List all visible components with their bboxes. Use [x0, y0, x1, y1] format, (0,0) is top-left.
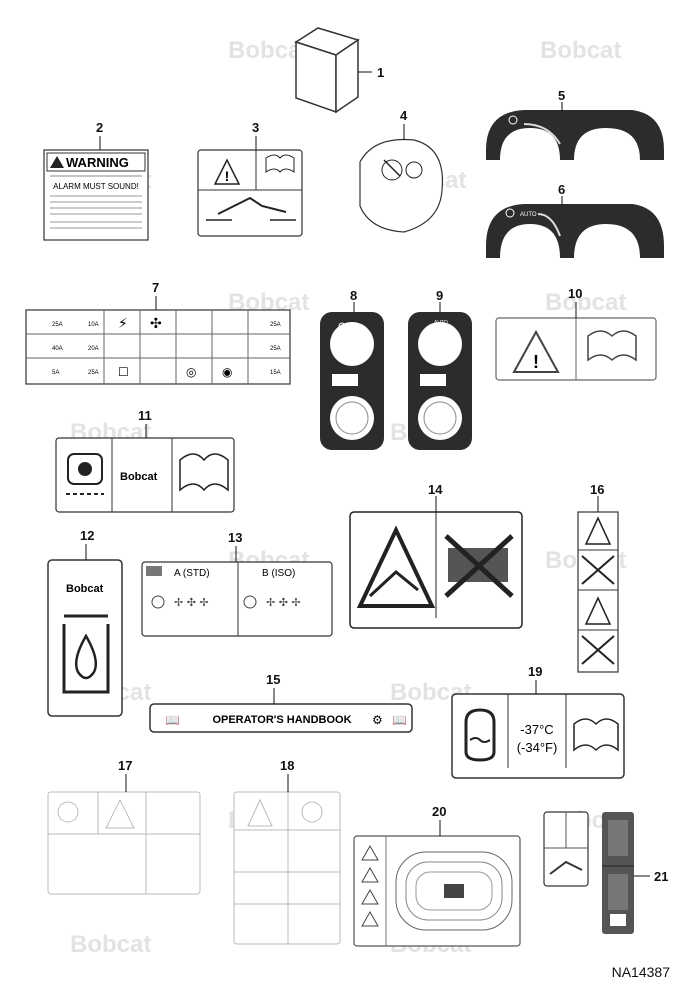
- fuse-label: 10A: [88, 322, 99, 328]
- callout-5: 5: [558, 88, 565, 103]
- warning-title: WARNING: [66, 155, 129, 170]
- svg-text:◉: ◉: [222, 365, 232, 379]
- part-17-pictorial-decal: [47, 791, 201, 895]
- mode-b-label: B (ISO): [262, 568, 295, 579]
- part-1-decal-kit-box: [294, 27, 360, 114]
- alarm-text: ALARM MUST SOUND!: [53, 182, 139, 191]
- part-6-auto-dial-decal: AUTO: [486, 204, 664, 258]
- svg-text:☐: ☐: [118, 365, 129, 379]
- part-14-crush-hazard-decal: [349, 511, 523, 629]
- fuse-label: 5A: [52, 370, 59, 376]
- part-21-narrow-decals: [543, 811, 634, 934]
- mode-a-label: A (STD): [174, 568, 210, 579]
- part-11-engine-bobcat-decal: Bobcat: [55, 437, 235, 513]
- callout-8: 8: [350, 288, 357, 303]
- callout-1: 1: [377, 65, 384, 80]
- svg-text:✢ ✣ ✢: ✢ ✣ ✢: [174, 596, 209, 609]
- callout-14: 14: [428, 482, 443, 497]
- part-20-operation-map-decal: [353, 835, 521, 947]
- svg-text:📖: 📖: [392, 713, 407, 727]
- part-9-control-panel-decal: AUTO: [408, 312, 472, 450]
- fuse-label: 25A: [270, 322, 281, 328]
- svg-text:✣: ✣: [150, 316, 162, 332]
- part-5-dial-decal: [486, 110, 664, 160]
- part-4-oval-decal: [359, 138, 444, 233]
- watermark: Bobcat: [545, 289, 626, 316]
- fuse-label: 25A: [88, 370, 99, 376]
- temp-celsius: -37°C: [520, 722, 553, 737]
- svg-text:◎: ◎: [186, 365, 196, 379]
- callout-7: 7: [152, 280, 159, 295]
- callout-17: 17: [118, 758, 132, 773]
- part-10-safety-manual-decal: !: [495, 317, 657, 381]
- fuse-label: 25A: [270, 346, 281, 352]
- handbook-label: OPERATOR'S HANDBOOK: [212, 714, 351, 726]
- callout-19: 19: [528, 664, 542, 679]
- part-3-safety-decal: !: [197, 149, 303, 237]
- part-2-warning-decal: WARNING ALARM MUST SOUND!: [43, 149, 149, 241]
- callout-12: 12: [80, 528, 94, 543]
- temp-fahrenheit: (-34°F): [517, 740, 558, 755]
- part-18-pictorial-decal: [233, 791, 341, 945]
- callout-3: 3: [252, 120, 259, 135]
- callout-21: 21: [654, 869, 668, 884]
- watermark: Bobcat: [540, 37, 621, 64]
- auto-label: AUTO: [434, 320, 448, 326]
- callout-2: 2: [96, 120, 103, 135]
- auto-label: AUTO: [520, 212, 537, 218]
- part-8-control-panel-decal: [320, 312, 384, 450]
- callout-13: 13: [228, 530, 242, 545]
- svg-text:⚙: ⚙: [372, 713, 383, 727]
- callout-10: 10: [568, 286, 582, 301]
- callout-11: 11: [138, 408, 152, 423]
- part-7-fuse-decal: 25A 10A 40A 20A 5A 25A 25A 25A 15A ⚡ ✣ ☐…: [25, 309, 291, 385]
- fuse-label: 15A: [270, 370, 281, 376]
- bobcat-brand: Bobcat: [66, 583, 104, 595]
- fuse-label: 20A: [88, 346, 99, 352]
- diagram-reference-code: NA14387: [611, 964, 670, 980]
- fuse-label: 25A: [52, 322, 63, 328]
- callout-16: 16: [590, 482, 604, 497]
- part-15-handbook-decal: 📖 OPERATOR'S HANDBOOK ⚙ 📖: [149, 703, 413, 733]
- part-19-coolant-temp-decal: -37°C (-34°F): [451, 693, 625, 779]
- svg-text:!: !: [225, 168, 230, 184]
- svg-text:✢ ✣ ✢: ✢ ✣ ✢: [266, 596, 301, 609]
- watermark: Bobcat: [70, 931, 151, 958]
- svg-text:📖: 📖: [165, 713, 180, 727]
- part-12-fuel-decal: Bobcat: [47, 559, 123, 717]
- fuse-label: 40A: [52, 346, 63, 352]
- svg-text:⚡: ⚡: [118, 316, 128, 332]
- part-16-vertical-safety-decal: [577, 511, 619, 673]
- part-13-control-pattern-decal: A (STD) B (ISO) ✢ ✣ ✢ ✢ ✣ ✢: [141, 561, 333, 637]
- bobcat-brand: Bobcat: [120, 471, 158, 483]
- callout-15: 15: [266, 672, 280, 687]
- callout-9: 9: [436, 288, 443, 303]
- callout-20: 20: [432, 804, 446, 819]
- callout-18: 18: [280, 758, 294, 773]
- callout-6: 6: [558, 182, 565, 197]
- callout-4: 4: [400, 108, 408, 123]
- svg-text:!: !: [533, 352, 539, 372]
